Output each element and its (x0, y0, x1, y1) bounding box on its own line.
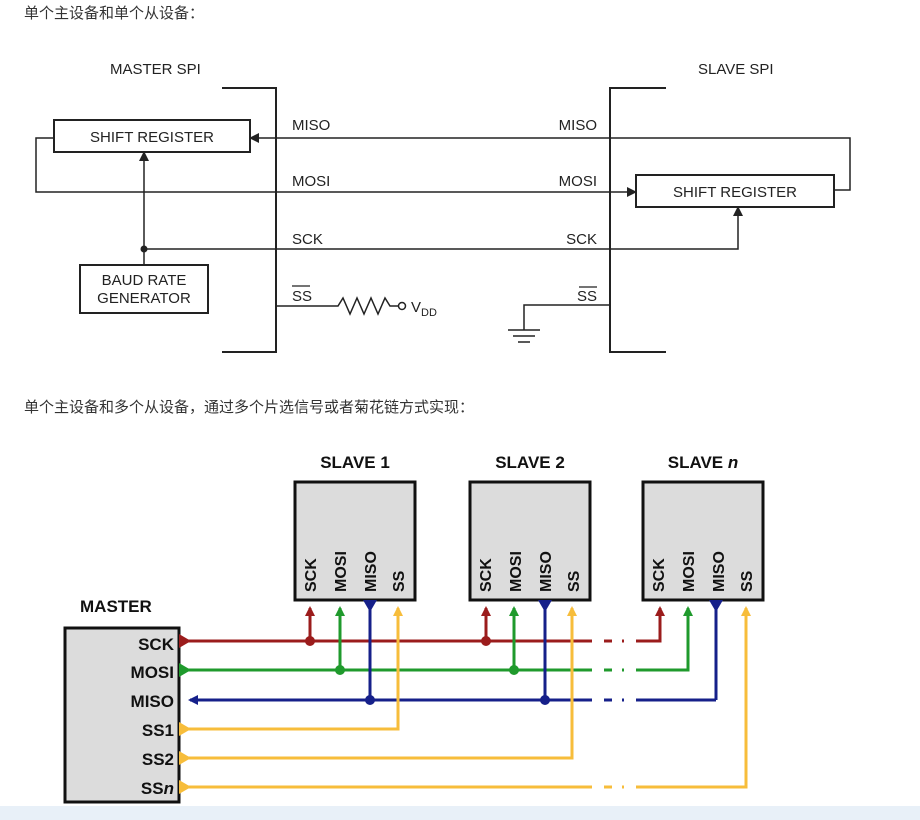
ss2-line (179, 606, 577, 760)
slave-spi-bracket (609, 87, 666, 353)
master-title: MASTER (80, 597, 152, 616)
slave3-pin-ss: SS (739, 570, 756, 592)
mosi-junction-slave1 (335, 665, 345, 675)
slave-spi-title: SLAVE SPI (698, 61, 774, 78)
master-pin-sck: SCK (138, 635, 175, 654)
ground-icon (508, 329, 540, 343)
slave1-pin-mosi: MOSI (333, 551, 350, 592)
vdd-terminal (397, 301, 407, 311)
slave-title-3: SLAVE n (668, 453, 739, 472)
mosi-junction-slave2 (509, 665, 519, 675)
master-miso-label: MISO (292, 117, 330, 134)
mosi-bus-tail (604, 608, 688, 672)
ss-pullup-resistor (276, 296, 398, 316)
bottom-strip (0, 806, 920, 820)
master-spi-title: MASTER SPI (110, 61, 201, 78)
ssn-line (179, 608, 746, 789)
master-pin-ssn: SSn (141, 779, 174, 798)
ss2-out-arrow (179, 751, 191, 765)
slave-register-label: SHIFT REGISTER (673, 184, 797, 201)
master-sck-label: SCK (292, 231, 323, 248)
master-pin-ss2: SS2 (142, 750, 174, 769)
master-mosi-label: MOSI (292, 173, 330, 190)
slave1-pin-miso: MISO (363, 551, 380, 592)
mosi-out-arrow (179, 663, 191, 677)
master-register-label: SHIFT REGISTER (90, 129, 214, 146)
miso-junction-slave2 (540, 695, 550, 705)
master-pin-ss1: SS1 (142, 721, 174, 740)
slave3-pin-miso: MISO (711, 551, 728, 592)
sck-junction-slave1 (305, 636, 315, 646)
ss1-line (179, 606, 403, 731)
baud-label-line1: BAUD RATE (102, 272, 187, 289)
caption-single-slave: 单个主设备和单个从设备： (24, 4, 205, 22)
slave-ss-ground-line (523, 304, 610, 330)
miso-arrow-slaven (709, 600, 723, 612)
slave-box-3 (641, 480, 765, 602)
sck-out-arrow (179, 634, 191, 648)
sck-junction-slave2 (481, 636, 491, 646)
mosi-line (35, 137, 637, 197)
ss1-out-arrow (179, 722, 191, 736)
slave-box-1 (293, 480, 417, 602)
slave-box-2 (468, 480, 592, 602)
sck-bus-tail (604, 608, 660, 643)
ssn-out-arrow (179, 780, 191, 794)
slave-sck-label: SCK (566, 231, 597, 248)
slave3-pin-sck: SCK (651, 558, 668, 592)
master-spi-bracket (222, 87, 277, 353)
slave-title-1: SLAVE 1 (320, 453, 390, 472)
miso-junction-slave1 (365, 695, 375, 705)
slave-title-2: SLAVE 2 (495, 453, 565, 472)
slave-miso-label: MISO (559, 117, 597, 134)
caption-multi-slave: 单个主设备和多个从设备，通过多个片选信号或者菊花链方式实现： (24, 398, 475, 416)
slave2-pin-miso: MISO (538, 551, 555, 592)
master-ss-label: SS (292, 288, 312, 305)
slave-ss-label: SS (577, 288, 597, 305)
master-pin-miso: MISO (131, 692, 174, 711)
sck-line (144, 206, 743, 250)
master-pin-mosi: MOSI (131, 663, 174, 682)
slave2-pin-sck: SCK (478, 558, 495, 592)
miso-arrow-slave2 (538, 600, 552, 612)
slave2-pin-ss: SS (566, 570, 583, 592)
slave-mosi-label: MOSI (559, 173, 597, 190)
slave1-pin-ss: SS (391, 570, 408, 592)
slave3-pin-mosi: MOSI (681, 551, 698, 592)
master-box (63, 626, 181, 804)
miso-arrow-slave1 (363, 600, 377, 612)
baud-label-line2: GENERATOR (97, 290, 191, 307)
sck-junction-dot (140, 245, 148, 253)
vdd-label: VDD (411, 299, 437, 319)
slave2-pin-mosi: MOSI (508, 551, 525, 592)
miso-line (249, 133, 851, 191)
slave1-pin-sck: SCK (303, 558, 320, 592)
